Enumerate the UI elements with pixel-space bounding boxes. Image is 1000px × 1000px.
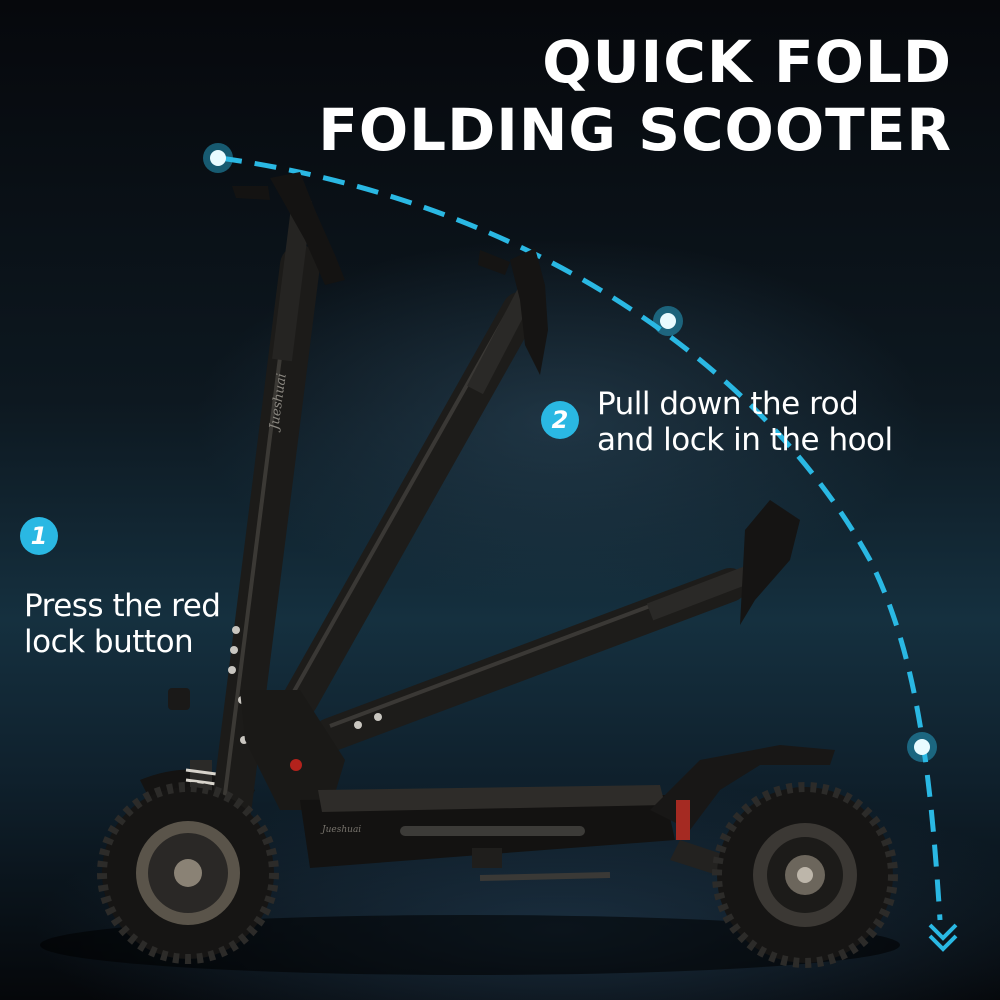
step-1-line-2: lock button (24, 624, 194, 660)
rear-wheel (712, 782, 898, 968)
stem-position-1 (210, 172, 345, 840)
headline: QUICK FOLD FOLDING SCOOTER (318, 28, 952, 164)
double-chevron-down-icon (928, 923, 958, 952)
red-lock-button (290, 759, 302, 771)
headline-line-2: FOLDING SCOOTER (318, 96, 952, 164)
headline-line-1: QUICK FOLD (542, 28, 952, 96)
step-2-line-2: and lock in the hool (597, 422, 893, 458)
fold-path-dots (203, 143, 937, 762)
deck (300, 785, 675, 881)
step-2-line-1: Pull down the rod (597, 386, 859, 422)
deck-brand-text: Jueshuai (320, 825, 361, 835)
fold-hinge (240, 690, 345, 810)
stem-position-3 (313, 500, 800, 752)
step-2-text: Pull down the rod and lock in the hool (597, 386, 893, 458)
stem-position-2 (282, 248, 548, 718)
step-2-badge: 2 (541, 401, 579, 439)
step-1-line-1: Press the red (24, 588, 221, 624)
front-wheel (97, 782, 279, 964)
step-1-badge: 1 (20, 517, 58, 555)
step-1-text: Press the red lock button (24, 588, 221, 660)
